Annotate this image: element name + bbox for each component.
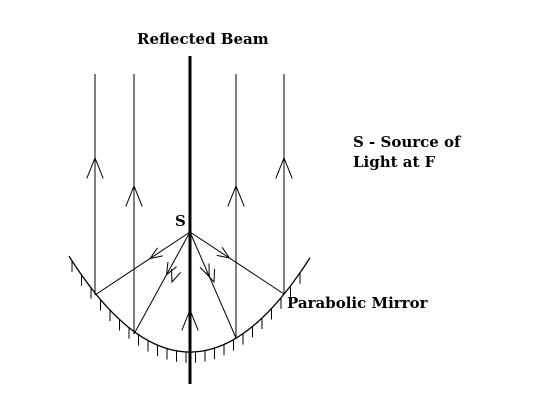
mirror-curve — [68, 255, 311, 353]
legend-line-2: Light at F — [353, 153, 436, 171]
outgoing-arrow-icon — [204, 268, 215, 284]
outgoing-arrow-icon — [216, 247, 231, 259]
up-arrow-icon — [125, 184, 143, 207]
up-arrow-icon — [227, 184, 245, 207]
outgoing-arrow-icon — [148, 247, 163, 260]
incident-ray — [189, 231, 285, 295]
source-point-label: S — [175, 212, 186, 230]
up-arrow-icon — [86, 156, 104, 179]
ray-arrows — [86, 156, 293, 331]
up-arrow-icon — [181, 308, 199, 331]
outgoing-arrow-icon — [165, 261, 177, 276]
up-arrow-icon — [275, 156, 293, 179]
incident-ray — [133, 231, 191, 335]
legend-line-1: S - Source of — [353, 133, 462, 151]
outgoing-arrow-icon — [171, 268, 182, 284]
incident-ray — [94, 231, 191, 296]
diagram-title: Reflected Beam — [137, 30, 269, 48]
mirror-hatching — [71, 260, 301, 363]
light-rays — [94, 74, 285, 339]
parabolic-mirror — [68, 255, 311, 353]
mirror-label: Parabolic Mirror — [287, 294, 429, 312]
incident-ray — [189, 231, 237, 339]
